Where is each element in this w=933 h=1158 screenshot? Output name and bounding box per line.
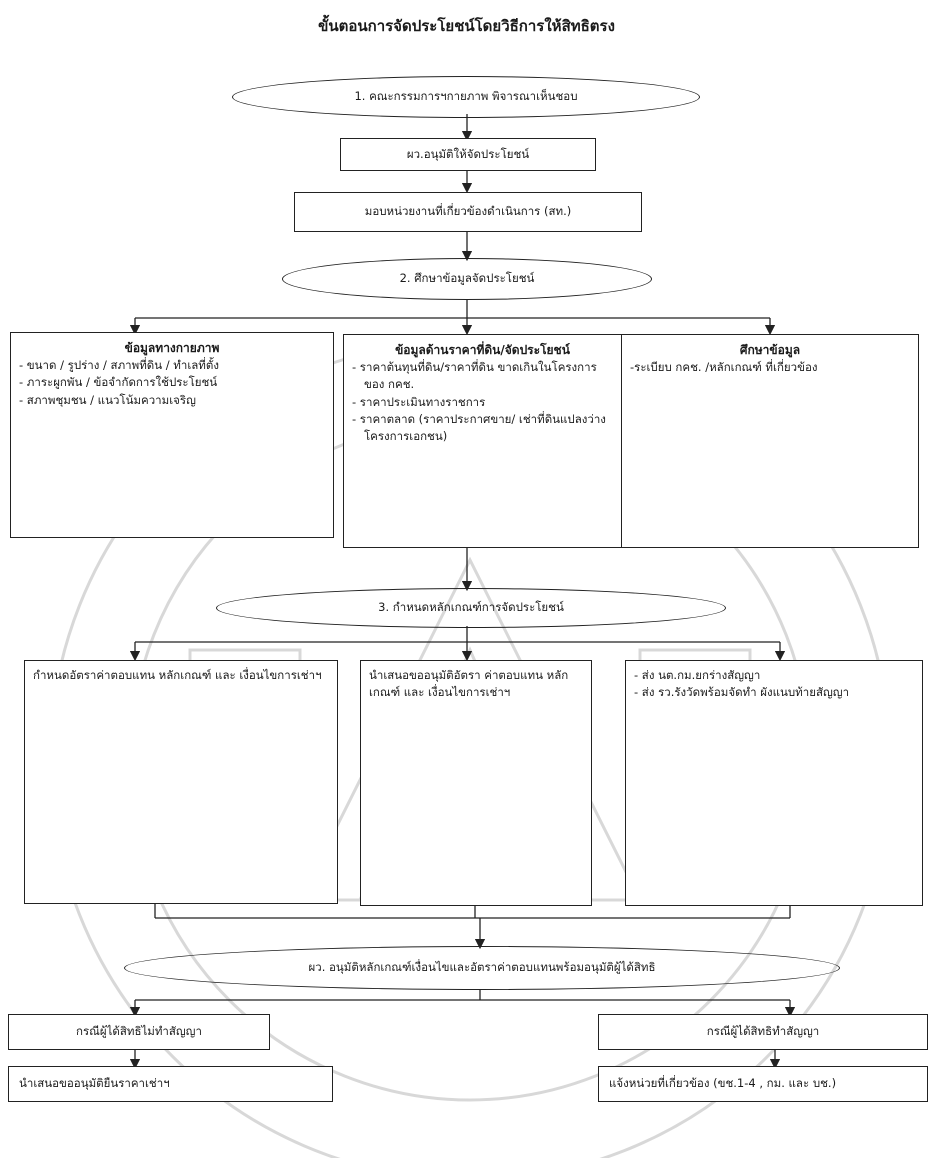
physical-item: - ขนาด / รูปร่าง / สภาพที่ดิน / ทำเลที่ต…: [19, 358, 219, 372]
step2-ellipse: 2. ศึกษาข้อมูลจัดประโยชน์: [282, 258, 652, 300]
approve-rights-ellipse: ผว. อนุมัติหลักเกณฑ์เงื่อนไขและอัตราค่าต…: [124, 946, 840, 990]
contract-item: - ส่ง นต.กม.ยกร่างสัญญา: [634, 668, 761, 682]
assign-box: มอบหน่วยงานที่เกี่ยวข้องดำเนินการ (สท.): [294, 192, 642, 232]
price-item: - ราคาประเมินทางราชการ: [352, 394, 486, 409]
yes-contract-action-label: แจ้งหน่วยที่เกี่ยวข้อง (ขช.1-4 , กม. และ…: [609, 1076, 837, 1091]
study-heading: ศึกษาข้อมูล: [739, 343, 801, 357]
page-title: ขั้นตอนการจัดประโยชน์โดยวิธีการให้สิทธิต…: [318, 17, 615, 35]
yes-contract-label: กรณีผู้ได้สิทธิทำสัญญา: [706, 1024, 820, 1039]
price-info-box: ข้อมูลด้านราคาที่ดิน/จัดประโยชน์ - ราคาต…: [343, 334, 622, 548]
rate-text: กำหนดอัตราค่าตอบแทน หลักเกณฑ์ และ เงื่อน…: [33, 668, 322, 682]
propose-box: นำเสนอขออนุมัติอัตรา ค่าตอบแทน หลักเกณฑ์…: [360, 660, 592, 906]
contract-item: - ส่ง รว.รังวัดพร้อมจัดทำ ผังแนบท้ายสัญญ…: [634, 685, 850, 700]
study-box: ศึกษาข้อมูล -ระเบียบ กคช. /หลักเกณฑ์ ที่…: [621, 334, 919, 548]
no-contract-label: กรณีผู้ได้สิทธิไม่ทำสัญญา: [76, 1024, 202, 1039]
study-text: -ระเบียบ กคช. /หลักเกณฑ์ ที่เกี่ยวข้อง: [630, 360, 818, 374]
approve-box: ผว.อนุมัติให้จัดประโยชน์: [340, 138, 596, 171]
step1-ellipse: 1. คณะกรรมการฯกายภาพ พิจารณาเห็นชอบ: [232, 76, 700, 118]
no-contract-box: กรณีผู้ได้สิทธิไม่ทำสัญญา: [8, 1014, 270, 1050]
yes-contract-box: กรณีผู้ได้สิทธิทำสัญญา: [598, 1014, 928, 1050]
approve-label: ผว.อนุมัติให้จัดประโยชน์: [406, 146, 530, 161]
physical-heading: ข้อมูลทางกายภาพ: [124, 341, 220, 355]
step3-ellipse: 3. กำหนดหลักเกณฑ์การจัดประโยชน์: [216, 588, 726, 628]
step2-label: 2. ศึกษาข้อมูลจัดประโยชน์: [399, 271, 535, 285]
propose-text: นำเสนอขออนุมัติอัตรา ค่าตอบแทน หลักเกณฑ์…: [369, 668, 569, 700]
price-item: - ราคาต้นทุนที่ดิน/ราคาที่ดิน ขาดเกินในโ…: [352, 360, 597, 392]
yes-contract-action-box: แจ้งหน่วยที่เกี่ยวข้อง (ขช.1-4 , กม. และ…: [598, 1066, 928, 1102]
no-contract-action-label: นำเสนอขออนุมัติยืนราคาเช่าฯ: [19, 1076, 170, 1091]
assign-label: มอบหน่วยงานที่เกี่ยวข้องดำเนินการ (สท.): [364, 204, 572, 219]
price-heading: ข้อมูลด้านราคาที่ดิน/จัดประโยชน์: [395, 343, 570, 357]
contract-prep-box: - ส่ง นต.กม.ยกร่างสัญญา - ส่ง รว.รังวัดพ…: [625, 660, 923, 906]
physical-item: - ภาระผูกพัน / ข้อจำกัดการใช้ประโยชน์: [19, 375, 218, 390]
approve-rights-label: ผว. อนุมัติหลักเกณฑ์เงื่อนไขและอัตราค่าต…: [308, 960, 656, 974]
step3-label: 3. กำหนดหลักเกณฑ์การจัดประโยชน์: [378, 600, 564, 614]
step1-label: 1. คณะกรรมการฯกายภาพ พิจารณาเห็นชอบ: [354, 89, 578, 103]
price-item: - ราคาตลาด (ราคาประกาศขาย/ เช่าที่ดินแปล…: [352, 411, 606, 443]
physical-info-box: ข้อมูลทางกายภาพ - ขนาด / รูปร่าง / สภาพท…: [10, 332, 334, 538]
no-contract-action-box: นำเสนอขออนุมัติยืนราคาเช่าฯ: [8, 1066, 333, 1102]
physical-item: - สภาพชุมชน / แนวโน้มความเจริญ: [19, 392, 196, 407]
rate-box: กำหนดอัตราค่าตอบแทน หลักเกณฑ์ และ เงื่อน…: [24, 660, 338, 904]
